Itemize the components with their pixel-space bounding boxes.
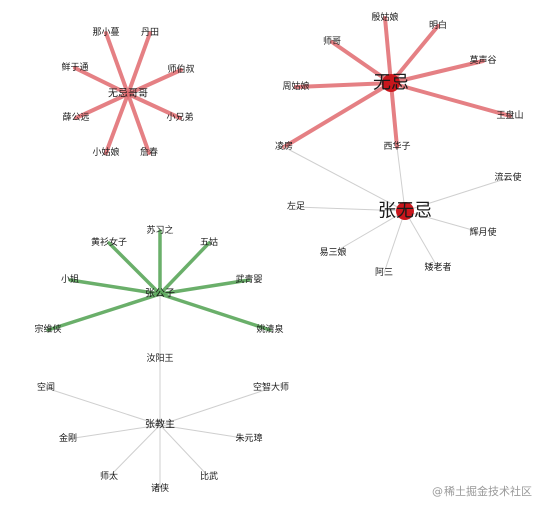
- edge-zhang_jiaozhu-shi_tai: [108, 424, 161, 478]
- edge-zhang_gongzi-wu_gu: [158, 241, 211, 296]
- edge-wuji_gege-xue_gongyuan: [74, 92, 130, 120]
- node-label-bi-wu: 比武: [200, 470, 218, 482]
- node-label-wu-gu: 五姑: [200, 236, 218, 248]
- edge-zhang_gongzi-huangshan_nvzi: [107, 241, 162, 296]
- node-label-yi-sanniang: 易三娘: [319, 246, 346, 258]
- node-dot-zhang_wuji: [396, 202, 414, 220]
- node-label-mo-shenggu: 莫声谷: [469, 54, 496, 66]
- edge-zhang_wuji-huiyue_shi: [404, 210, 484, 234]
- node-label-wuji: 无忌: [373, 73, 409, 94]
- node-label-yao-qingquan: 姚清泉: [256, 323, 283, 335]
- edge-zhang_wuji-yi_sanniang: [332, 210, 406, 254]
- edge-zhang_gongzi-zong_weixia: [46, 292, 162, 332]
- node-label-kongzhi-dashi: 空智大师: [253, 381, 289, 393]
- node-label-zuo-zu: 左足: [287, 200, 305, 212]
- node-label-liuyun-shi: 流云使: [494, 171, 521, 183]
- edge-wuji-xi_huazi: [389, 81, 399, 149]
- edge-zhang_wuji-zuo_zu: [295, 206, 406, 212]
- node-label-xianyu-tong: 鲜于通: [61, 61, 88, 73]
- edge-zhang_wuji-a_san: [383, 210, 406, 274]
- watermark-text: 稀土掘金技术社区: [444, 485, 532, 498]
- edge-wuji_gege-na_xiaoman: [104, 31, 130, 96]
- edge-zhang_gongzi-xiao_jie: [68, 278, 162, 296]
- edge-zhang_wuji-ai_laozhe: [404, 210, 439, 269]
- node-label-wuji-gege: 无忌哥哥: [108, 88, 148, 100]
- edge-wuji_gege-xianyu_tong: [73, 66, 130, 96]
- edge-wuji_gege-dan_tian: [126, 31, 152, 96]
- edge-zhang_jiaozhu-kong_jian: [45, 387, 161, 426]
- node-label-shi-tai: 师太: [100, 470, 118, 482]
- node-label-ruyang-wang: 汝阳王: [146, 352, 173, 364]
- edge-wuji-ling_fang: [282, 81, 393, 149]
- node-label-zhu-xia: 诸侠: [151, 482, 169, 494]
- edge-wuji-ming_bai: [389, 24, 440, 85]
- edge-zhang_wuji-liuyun_shi: [404, 177, 509, 212]
- watermark-at: @: [432, 485, 443, 498]
- node-label-wu-qingying: 武青婴: [235, 273, 262, 285]
- node-label-zhang-jiaozhu: 张教主: [145, 418, 175, 431]
- edge-wuji_gege-xiao_guniang: [104, 92, 130, 155]
- node-label-zhang-gongzi: 张公子: [145, 288, 175, 300]
- edge-wuji-wang_panshan: [389, 81, 512, 118]
- node-label-shibo-shu: 师伯叔: [167, 63, 194, 75]
- edge-wuji-zhou_guniang: [294, 81, 393, 89]
- node-label-zhou-guniang: 周姑娘: [282, 80, 309, 92]
- node-label-su-xizhi: 苏习之: [146, 224, 173, 236]
- node-label-zhu-yuanzhang: 朱元璋: [235, 432, 262, 444]
- edge-wuji_gege-xiao_xiongdi: [126, 92, 182, 120]
- watermark: @稀土掘金技术社区: [432, 483, 532, 499]
- node-label-xiao-jie: 小姐: [61, 273, 79, 285]
- node-label-dan-tian: 丹田: [141, 27, 159, 38]
- edge-wuji-shi_ge: [330, 40, 393, 85]
- edge-wuji-yin_guniang: [383, 16, 393, 85]
- edge-zhang_gongzi-yao_qingquan: [158, 292, 272, 332]
- node-label-zong-weixia: 宗维侠: [34, 323, 61, 335]
- edge-zhang_wuji-ling_fang: [283, 146, 406, 212]
- node-label-xiao-xiongdi: 小兄弟: [166, 111, 193, 123]
- edge-zhang_jiaozhu-bi_wu: [159, 424, 210, 478]
- node-label-a-san: 阿三: [375, 267, 393, 278]
- graph-edges: [45, 16, 512, 490]
- node-label-xiao-guniang: 小姑娘: [92, 146, 119, 158]
- node-label-ling-fang: 凌房: [275, 140, 293, 152]
- node-label-xi-huazi: 西华子: [383, 140, 410, 152]
- edge-zhang_gongzi-wu_qingying: [158, 278, 251, 296]
- edge-zhang_wuji-xi_huazi: [396, 146, 406, 212]
- node-label-xue-gongyuan: 薛公远: [62, 111, 89, 123]
- node-label-shi-ge: 师哥: [323, 35, 341, 47]
- node-label-huiyue-shi: 辉月使: [469, 226, 496, 238]
- graph-nodes: [382, 74, 414, 220]
- edge-zhang_jiaozhu-kongzhi_dashi: [159, 387, 272, 426]
- node-dot-wuji: [382, 74, 400, 92]
- node-label-kong-jian: 空闻: [37, 381, 55, 393]
- node-label-ai-laozhe: 矮老者: [424, 261, 451, 273]
- node-label-jin-gang: 金刚: [59, 432, 77, 444]
- edge-wuji-mo_shenggu: [389, 59, 485, 85]
- edge-wuji_gege-zhan_chun: [126, 92, 151, 155]
- node-label-na-xiaoman: 那小蔓: [92, 26, 119, 38]
- edge-wuji_gege-shibo_shu: [126, 68, 183, 96]
- node-label-zhan-chun: 詹春: [140, 146, 158, 158]
- node-label-wang-panshan: 王盘山: [496, 109, 523, 121]
- edge-zhang_jiaozhu-zhu_yuanzhang: [159, 424, 250, 440]
- node-label-yin-guniang: 殷姑娘: [371, 11, 398, 23]
- edge-zhang_jiaozhu-jin_gang: [67, 424, 161, 440]
- node-label-huangshan-nvzi: 黄衫女子: [91, 236, 127, 248]
- node-label-ming-bai: 明白: [429, 19, 447, 31]
- node-label-zhang-wuji: 张无忌: [378, 201, 432, 222]
